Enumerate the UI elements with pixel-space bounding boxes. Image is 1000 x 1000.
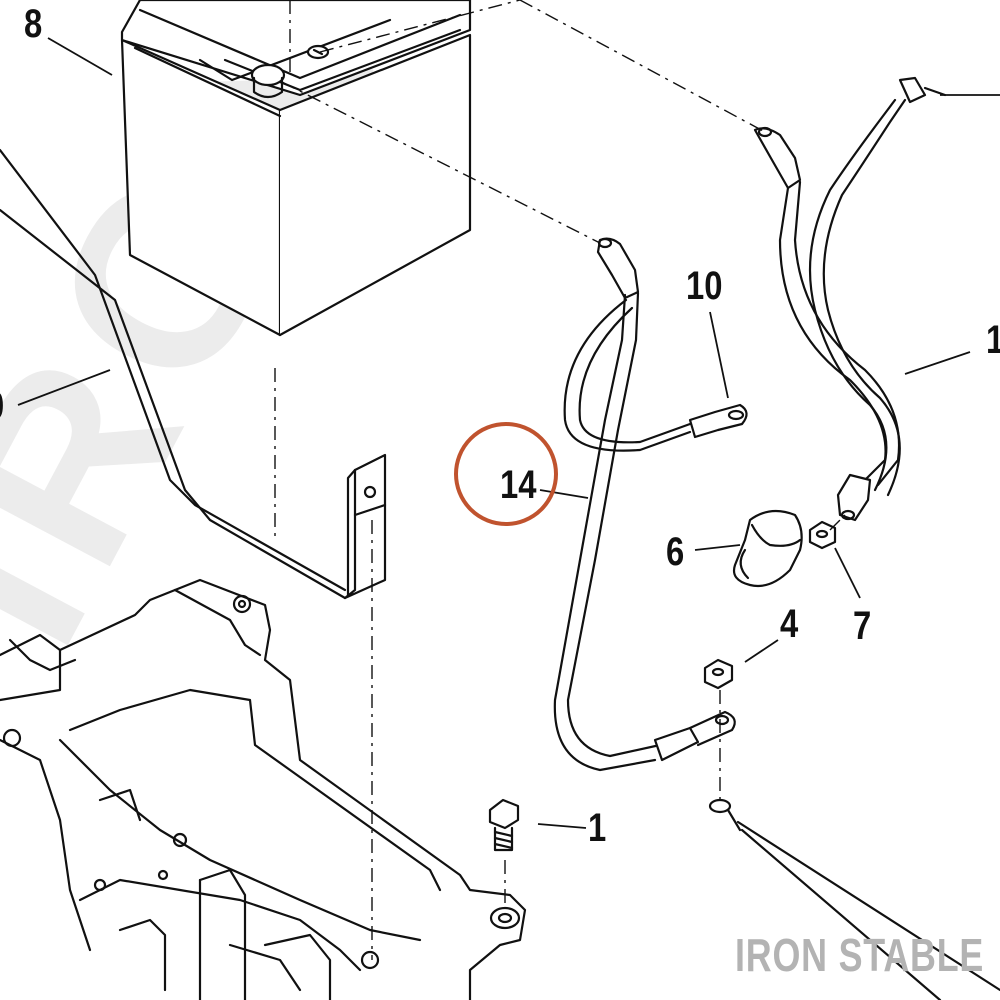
cable-14 (553, 237, 748, 772)
assembly-lines (274, 0, 846, 960)
callout-left-edge: 0 (0, 386, 4, 426)
ground-wire (708, 798, 1000, 1000)
callout-7: 7 (853, 604, 872, 648)
callout-8: 8 (24, 2, 43, 46)
callout-right-edge: 1 (986, 320, 1000, 360)
leader-lines (17, 37, 1000, 829)
battery-tray (0, 578, 527, 1000)
callout-10: 10 (686, 264, 723, 308)
terminal-boot-6 (732, 509, 803, 588)
callout-6: 6 (666, 530, 685, 574)
callout-14: 14 (500, 463, 537, 507)
battery-strap (0, 148, 387, 600)
cable-right (753, 76, 947, 550)
watermark-bottom: IRON STABLE (735, 929, 985, 981)
callout-4: 4 (780, 602, 799, 646)
nut-4 (703, 658, 734, 690)
highlight-circle (454, 422, 558, 526)
bolt-1 (488, 798, 520, 852)
battery (120, 0, 472, 337)
callout-1: 1 (588, 806, 607, 850)
